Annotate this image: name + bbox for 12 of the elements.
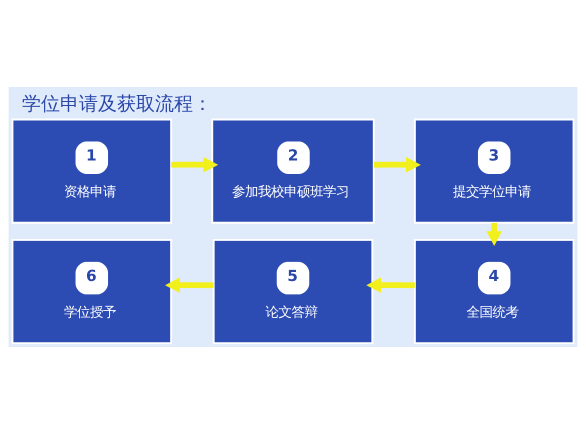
arrow: [171, 156, 218, 172]
node-box: 5 论文答辩: [212, 238, 374, 344]
node-box: 3 提交学位申请: [414, 118, 574, 224]
node-box: 2 参加我校申硕班学习: [211, 118, 375, 224]
node-box: 4 全国统考: [414, 238, 574, 344]
arrow: [165, 277, 214, 293]
node-box: 6 学位授予: [12, 238, 172, 344]
arrow: [366, 277, 415, 293]
arrow: [486, 222, 502, 246]
node-box: 1 资格申请: [12, 118, 172, 224]
diagram-title: 学位申请及获取流程：: [22, 92, 212, 115]
arrow: [374, 156, 421, 172]
